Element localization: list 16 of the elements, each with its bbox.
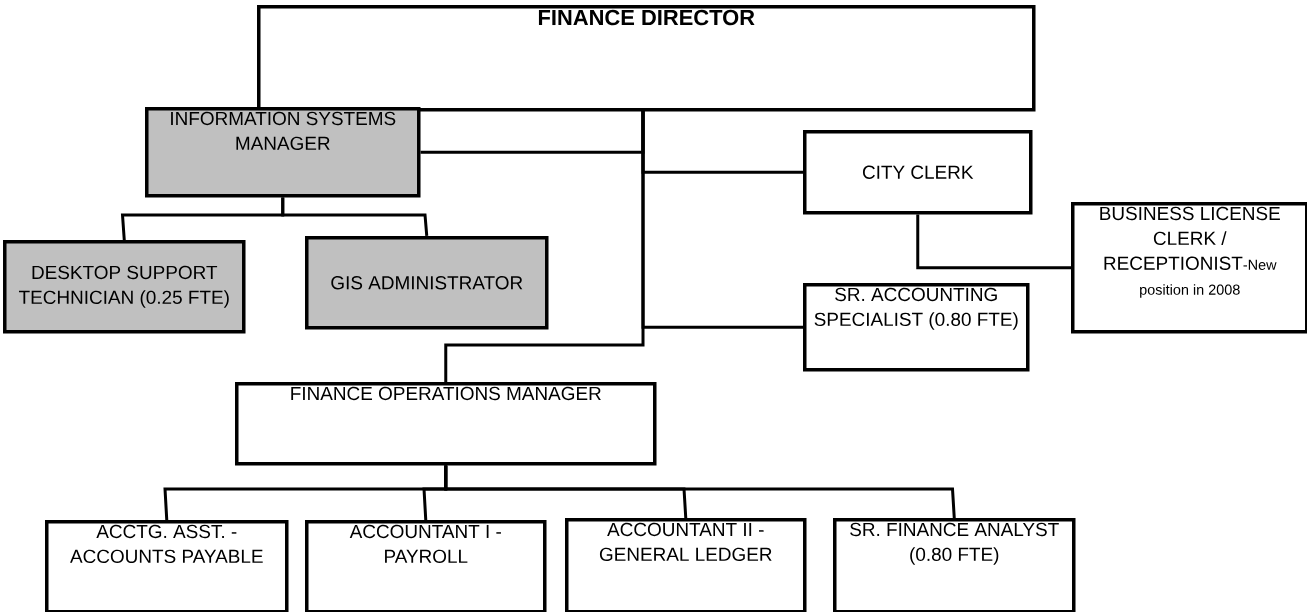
- connector-line: [444, 108, 645, 382]
- connector-line: [916, 214, 1071, 270]
- position-box: SR. ACCOUNTING SPECIALIST (0.80 FTE): [803, 283, 1030, 372]
- position-box: INFORMATION SYSTEMS MANAGER: [145, 107, 421, 198]
- position-box: BUSINESS LICENSE CLERK / RECEPTIONIST-New position in 2008: [1071, 202, 1307, 334]
- position-box: FINANCE OPERATIONS MANAGER: [235, 382, 657, 466]
- connector-line: [444, 465, 956, 519]
- position-box: ACCTG. ASST. - ACCOUNTS PAYABLE: [45, 520, 289, 612]
- position-box: ACCOUNTANT II - GENERAL LEDGER: [565, 518, 807, 612]
- position-box: ACCOUNTANT I - PAYROLL: [305, 520, 547, 612]
- position-box: GIS ADMINISTRATOR: [305, 236, 549, 330]
- connector-line: [281, 197, 429, 237]
- position-box: DESKTOP SUPPORT TECHNICIAN (0.25 FTE): [3, 240, 246, 334]
- position-box: SR. FINANCE ANALYST (0.80 FTE): [833, 518, 1076, 612]
- position-box: FINANCE DIRECTOR: [257, 5, 1036, 112]
- position-box: CITY CLERK: [803, 130, 1033, 215]
